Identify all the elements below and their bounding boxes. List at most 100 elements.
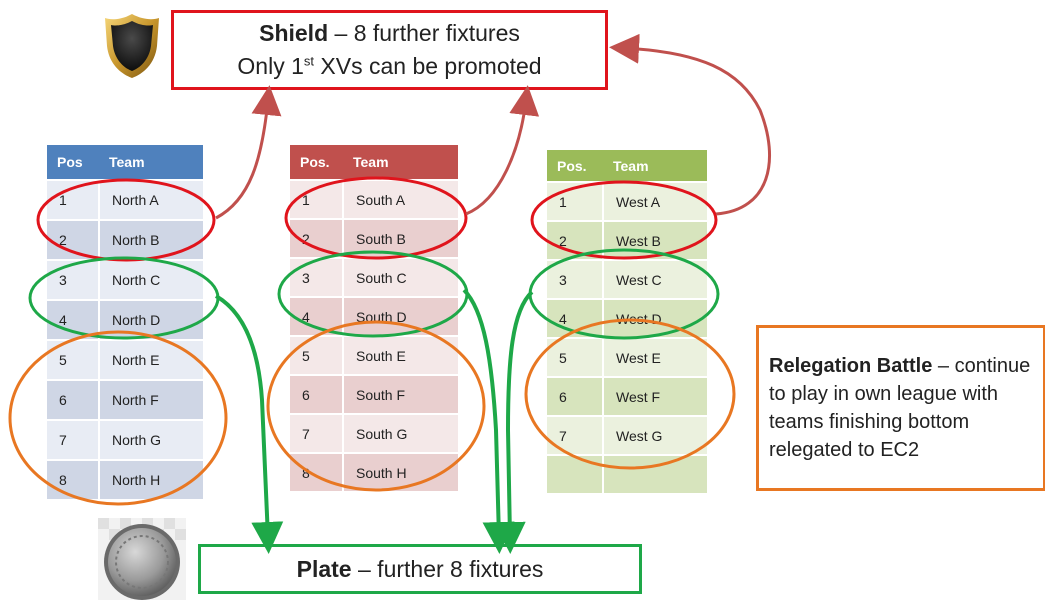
pos-cell: 2 bbox=[47, 219, 100, 260]
pos-cell: 8 bbox=[290, 452, 344, 491]
team-cell: South A bbox=[343, 179, 458, 219]
plate-group-ellipse-north bbox=[28, 256, 220, 340]
table-row bbox=[547, 454, 707, 493]
plate-title: Plate bbox=[296, 555, 352, 582]
shield-line-1: Shield – 8 further fixtures bbox=[259, 17, 520, 50]
team-cell: West G bbox=[603, 415, 707, 455]
shield-box: Shield – 8 further fixtures Only 1st XVs… bbox=[171, 10, 608, 90]
team-cell: South E bbox=[343, 335, 458, 375]
pos-cell: 7 bbox=[290, 413, 344, 453]
team-cell: West D bbox=[603, 298, 707, 338]
team-cell: North C bbox=[99, 259, 203, 300]
table-header: Pos. Team bbox=[290, 145, 458, 180]
pos-cell: 8 bbox=[47, 459, 100, 499]
shield-subtitle: – 8 further fixtures bbox=[334, 20, 520, 46]
team-header: Team bbox=[99, 145, 203, 180]
relegation-description: – continue to play in own league with te… bbox=[769, 355, 1031, 461]
pos-header: Pos. bbox=[290, 145, 343, 180]
team-cell: South D bbox=[343, 296, 458, 336]
plate-group-ellipse-west bbox=[528, 248, 720, 340]
team-cell: West A bbox=[603, 181, 707, 221]
team-cell: South C bbox=[343, 257, 458, 297]
pos-cell: 7 bbox=[47, 419, 100, 460]
arrow-west-to-plate bbox=[493, 290, 534, 554]
team-cell: West E bbox=[603, 337, 707, 377]
team-cell: South F bbox=[343, 374, 458, 414]
shield-group-ellipse-west bbox=[530, 180, 718, 260]
pos-cell: 6 bbox=[547, 376, 604, 416]
pos-cell: 3 bbox=[547, 259, 604, 299]
team-cell: North F bbox=[99, 379, 203, 420]
arrow-south-to-plate bbox=[462, 288, 515, 554]
table-header: Pos Team bbox=[47, 145, 203, 180]
shield-line2-sup: st bbox=[303, 53, 315, 69]
plate-subtitle: – further 8 fixtures bbox=[358, 555, 544, 582]
pos-cell: 5 bbox=[47, 339, 100, 380]
team-cell: North D bbox=[99, 299, 203, 340]
team-cell: North G bbox=[99, 419, 203, 460]
shield-line2-post: XVs can be promoted bbox=[314, 53, 542, 79]
shield-line2-pre: Only 1 bbox=[237, 53, 304, 79]
arrow-west-to-shield bbox=[609, 33, 772, 216]
pos-cell: 5 bbox=[547, 337, 604, 377]
arrow-north-to-plate bbox=[214, 294, 284, 554]
table-header: Pos. Team bbox=[547, 150, 707, 182]
shield-group-ellipse-south bbox=[284, 176, 468, 260]
pos-cell: 7 bbox=[547, 415, 604, 455]
relegation-group-ellipse-west bbox=[524, 318, 736, 470]
shield-icon bbox=[105, 14, 159, 78]
relegation-title: Relegation Battle bbox=[769, 355, 933, 377]
pos-header: Pos. bbox=[547, 150, 603, 182]
team-header: Team bbox=[603, 150, 707, 182]
relegation-text: Relegation Battle – continue to play in … bbox=[769, 352, 1033, 464]
team-cell: West B bbox=[603, 220, 707, 260]
team-cell: West C bbox=[603, 259, 707, 299]
pos-cell: 5 bbox=[290, 335, 344, 375]
team-cell: North H bbox=[99, 459, 203, 499]
relegation-box: Relegation Battle – continue to play in … bbox=[756, 325, 1045, 491]
pos-cell: 6 bbox=[290, 374, 344, 414]
relegation-group-ellipse-north bbox=[8, 330, 228, 506]
arrow-south-to-shield bbox=[465, 85, 540, 216]
pos-cell: 6 bbox=[47, 379, 100, 420]
team-cell: South H bbox=[343, 452, 458, 491]
pos-cell: 3 bbox=[47, 259, 100, 300]
team-cell: West F bbox=[603, 376, 707, 416]
team-cell: South G bbox=[343, 413, 458, 453]
arrow-north-to-shield bbox=[215, 85, 282, 220]
plate-box: Plate – further 8 fixtures bbox=[198, 544, 642, 594]
relegation-group-ellipse-south bbox=[266, 320, 486, 492]
shield-line-2: Only 1st XVs can be promoted bbox=[237, 50, 541, 83]
team-cell: North B bbox=[99, 219, 203, 260]
pos-header: Pos bbox=[47, 145, 99, 180]
plate-icon bbox=[98, 518, 186, 600]
pos-cell bbox=[547, 454, 604, 493]
shield-group-ellipse-north bbox=[36, 178, 216, 262]
plate-line: Plate – further 8 fixtures bbox=[297, 556, 544, 583]
team-cell: North E bbox=[99, 339, 203, 380]
team-header: Team bbox=[343, 145, 458, 180]
team-cell bbox=[603, 454, 707, 493]
